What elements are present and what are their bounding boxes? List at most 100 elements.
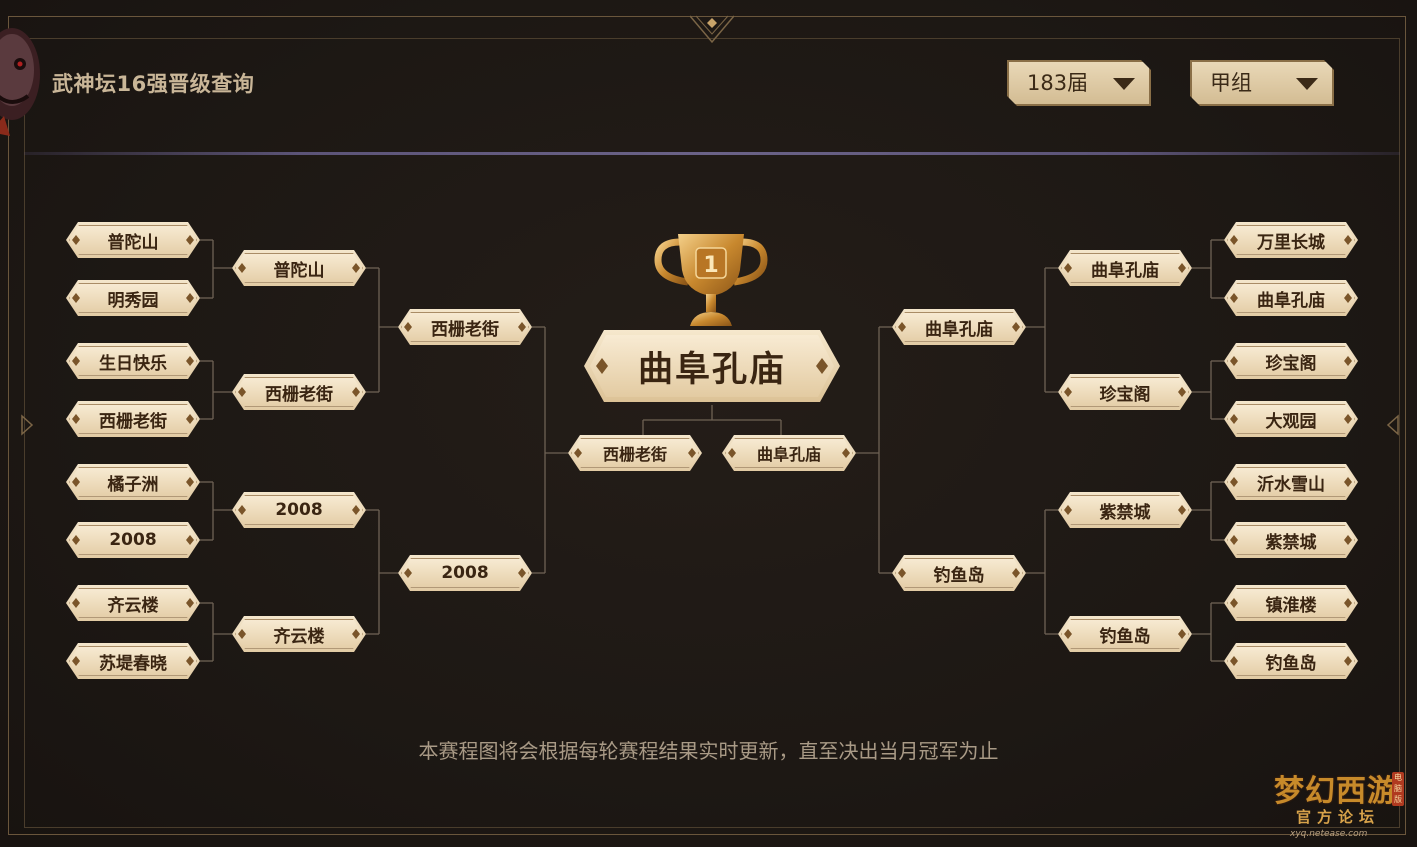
chevron-down-icon <box>1296 78 1318 90</box>
diamond-gem-icon <box>816 358 828 374</box>
right-round2-team: 钓鱼岛 <box>1058 616 1192 652</box>
diamond-gem-icon <box>518 568 526 578</box>
season-dropdown-value: 183届 <box>1027 71 1089 95</box>
team-name: 普陀山 <box>107 232 159 253</box>
team-name: 西栅老街 <box>99 411 167 432</box>
left-round1-team: 生日快乐 <box>66 343 200 379</box>
game-logo-text: 梦幻西游 <box>1274 774 1398 809</box>
group-dropdown[interactable]: 甲组 <box>1190 60 1334 106</box>
diamond-gem-icon <box>238 387 246 397</box>
diamond-gem-icon <box>1230 535 1238 545</box>
left-round2-team: 西栅老街 <box>232 374 366 410</box>
diamond-gem-icon <box>1012 322 1020 332</box>
right-finalist: 曲阜孔庙 <box>722 435 856 471</box>
game-logo-subtitle: 官方论坛 <box>1296 808 1381 826</box>
team-name: 沂水雪山 <box>1257 474 1325 495</box>
diamond-gem-icon <box>238 629 246 639</box>
diamond-gem-icon <box>1230 656 1238 666</box>
team-name: 明秀园 <box>107 290 159 311</box>
right-round2-team: 曲阜孔庙 <box>1058 250 1192 286</box>
team-name: 紫禁城 <box>1099 502 1151 523</box>
diamond-gem-icon <box>1064 629 1072 639</box>
diamond-gem-icon <box>518 322 526 332</box>
team-name: 曲阜孔庙 <box>756 445 821 464</box>
right-round1-team: 大观园 <box>1224 401 1358 437</box>
left-round2-team: 2008 <box>232 492 366 528</box>
diamond-gem-icon <box>186 656 194 666</box>
diamond-gem-icon <box>72 656 80 666</box>
diamond-gem-icon <box>186 535 194 545</box>
left-round1-team: 苏堤春晓 <box>66 643 200 679</box>
diamond-gem-icon <box>1230 414 1238 424</box>
right-round2-team: 紫禁城 <box>1058 492 1192 528</box>
diamond-gem-icon <box>1344 598 1352 608</box>
left-finalist: 西栅老街 <box>568 435 702 471</box>
diamond-gem-icon <box>352 387 360 397</box>
left-round1-team: 橘子洲 <box>66 464 200 500</box>
diamond-gem-icon <box>238 263 246 273</box>
diamond-gem-icon <box>186 598 194 608</box>
diamond-gem-icon <box>72 477 80 487</box>
diamond-gem-icon <box>186 414 194 424</box>
season-dropdown[interactable]: 183届 <box>1007 60 1151 106</box>
team-name: 钓鱼岛 <box>1265 653 1317 674</box>
inner-frame <box>24 38 1400 828</box>
diamond-gem-icon <box>1064 505 1072 515</box>
left-round2-team: 齐云楼 <box>232 616 366 652</box>
page-title: 武神坛16强晋级查询 <box>52 72 255 96</box>
diamond-gem-icon <box>1230 235 1238 245</box>
diamond-gem-icon <box>352 629 360 639</box>
diamond-gem-icon <box>186 477 194 487</box>
diamond-gem-icon <box>186 356 194 366</box>
diamond-gem-icon <box>352 263 360 273</box>
team-name: 曲阜孔庙 <box>925 319 993 340</box>
diamond-gem-icon <box>72 356 80 366</box>
champion-name: 曲阜孔庙 <box>637 349 786 390</box>
diamond-gem-icon <box>1230 598 1238 608</box>
left-round3-team: 西栅老街 <box>398 309 532 345</box>
diamond-gem-icon <box>404 568 412 578</box>
diamond-gem-icon <box>842 448 850 458</box>
diamond-gem-icon <box>898 568 906 578</box>
team-name: 紫禁城 <box>1265 532 1317 553</box>
diamond-gem-icon <box>1344 356 1352 366</box>
right-round1-team: 镇淮楼 <box>1224 585 1358 621</box>
diamond-gem-icon <box>1344 656 1352 666</box>
team-name: 大观园 <box>1265 411 1317 432</box>
left-round3-team: 2008 <box>398 555 532 591</box>
team-name: 钓鱼岛 <box>1099 626 1151 647</box>
team-name: 西栅老街 <box>431 319 499 340</box>
diamond-gem-icon <box>72 598 80 608</box>
right-edge-arrow-icon <box>1386 414 1399 436</box>
game-logo-url: xyq.netease.com <box>1290 829 1368 839</box>
demon-mask-icon <box>0 28 40 136</box>
diamond-gem-icon <box>1178 505 1186 515</box>
diamond-gem-icon <box>1178 387 1186 397</box>
team-name: 镇淮楼 <box>1265 595 1317 616</box>
left-round1-team: 普陀山 <box>66 222 200 258</box>
diamond-gem-icon <box>1230 356 1238 366</box>
right-round3-team: 钓鱼岛 <box>892 555 1026 591</box>
diamond-gem-icon <box>1344 293 1352 303</box>
left-round2-team: 普陀山 <box>232 250 366 286</box>
right-round1-team: 曲阜孔庙 <box>1224 280 1358 316</box>
team-name: 万里长城 <box>1257 232 1325 253</box>
right-round1-team: 万里长城 <box>1224 222 1358 258</box>
team-name: 齐云楼 <box>107 595 159 616</box>
diamond-gem-icon <box>596 358 608 374</box>
diamond-gem-icon <box>1344 235 1352 245</box>
right-round1-team: 珍宝阁 <box>1224 343 1358 379</box>
trophy-number: 1 <box>703 253 718 278</box>
team-name: 橘子洲 <box>107 474 159 495</box>
game-logo-tag: 电脑版 <box>1392 772 1404 806</box>
diamond-gem-icon <box>404 322 412 332</box>
group-dropdown-value: 甲组 <box>1210 71 1252 95</box>
right-round3-team: 曲阜孔庙 <box>892 309 1026 345</box>
diamond-gem-icon <box>1344 477 1352 487</box>
team-name: 2008 <box>275 500 323 520</box>
left-round1-team: 明秀园 <box>66 280 200 316</box>
right-round1-team: 紫禁城 <box>1224 522 1358 558</box>
diamond-gem-icon <box>1012 568 1020 578</box>
diamond-gem-icon <box>352 505 360 515</box>
